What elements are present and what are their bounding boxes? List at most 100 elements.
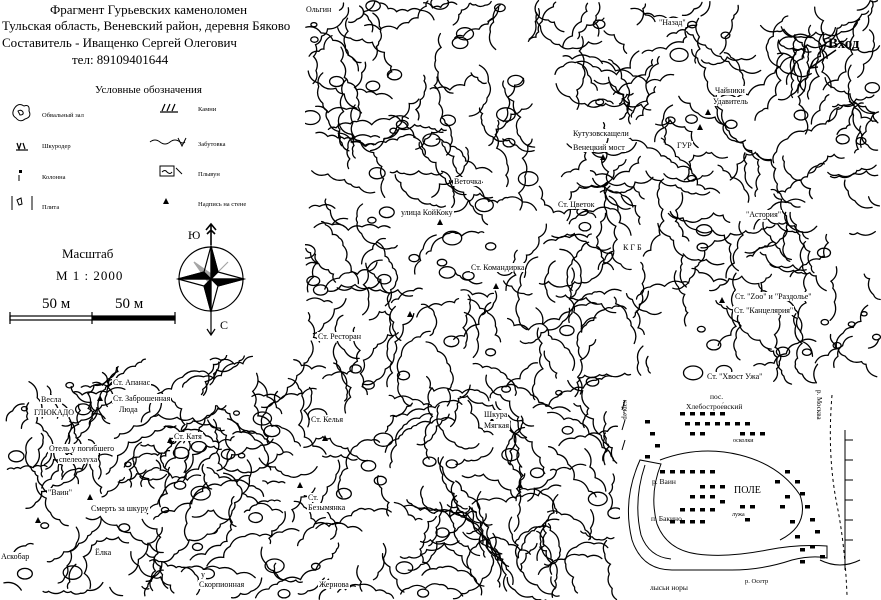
label-khvost: Ст. "Хвост Ужа": [706, 372, 764, 381]
cave-wall: [382, 98, 420, 140]
house-icon: [725, 422, 730, 426]
cave-wall: [717, 272, 738, 347]
cave-wall: [35, 482, 69, 527]
cave-wall: [719, 4, 739, 55]
cave-pillar: [378, 206, 395, 219]
label-speleo: спелеолуха: [58, 455, 99, 464]
cave-wall: [573, 402, 618, 464]
cave-wall: [562, 2, 589, 48]
cave-wall: [308, 35, 333, 57]
scale-and-compass: [9, 222, 247, 337]
cave-wall: [346, 136, 354, 170]
label-venetsky: Венецкий мост: [572, 143, 626, 152]
cave-wall: [355, 203, 398, 250]
cave-wall: [340, 46, 393, 100]
cave-wall: [756, 153, 801, 208]
cave-wall: [507, 383, 571, 413]
cave-wall: [847, 64, 862, 154]
cave-pillar: [422, 133, 441, 147]
cave-wall: [311, 170, 376, 194]
cave-wall: [296, 516, 326, 547]
label-vesla: Весла: [40, 395, 63, 404]
cave-wall: [754, 39, 784, 121]
cave-wall: [773, 193, 796, 231]
cave-wall: [425, 230, 485, 255]
cave-wall: [101, 476, 126, 498]
cave-pillar: [360, 459, 377, 472]
cave-pillar: [368, 166, 386, 180]
cave-wall: [141, 585, 150, 590]
house-icon: [700, 485, 705, 489]
cave-wall: [655, 119, 699, 149]
cave-wall: [543, 523, 562, 566]
cave-wall: [393, 501, 423, 521]
label-zhernova: Жернова: [318, 580, 350, 589]
cave-wall: [306, 297, 333, 304]
cave-wall: [620, 136, 692, 171]
cave-wall: [537, 553, 603, 575]
cave-wall: [566, 241, 590, 292]
cave-pillar: [328, 75, 345, 88]
cave-wall: [5, 403, 25, 422]
cave-wall: [715, 300, 772, 350]
cave-wall: [558, 425, 619, 447]
cave-pillar: [462, 271, 475, 281]
inset-vain: р. Ваин: [652, 477, 676, 486]
cave-pillar: [451, 36, 469, 50]
cave-wall: [33, 410, 54, 466]
cave-wall: [260, 546, 285, 581]
label-zoo: Ст. "Zoo" и "Раздолье": [734, 292, 813, 301]
cave-wall: [808, 153, 845, 174]
cave-wall: [439, 456, 460, 515]
cave-wall: [543, 350, 558, 379]
cave-pillar: [386, 68, 403, 81]
cave-wall: [469, 0, 492, 8]
cave-wall: [589, 155, 641, 181]
cave-wall: [251, 372, 302, 447]
cave-pillar: [687, 174, 697, 182]
label-bezymyanka-1: Ст.: [307, 493, 320, 502]
cave-wall: [449, 384, 471, 428]
cave-wall: [587, 141, 637, 156]
surface-inset-map: [620, 385, 881, 600]
cave-wall: [330, 542, 340, 560]
cave-wall: [209, 355, 254, 365]
label-kupidon: Кутузовскащели: [572, 129, 630, 138]
cave-pillar: [160, 506, 170, 514]
cave-wall: [636, 3, 647, 26]
cave-pillar: [669, 47, 689, 63]
inset-right-river: р. Москва: [815, 390, 823, 420]
cave-wall: [555, 83, 652, 111]
triangle-icon: [697, 124, 703, 130]
house-icon: [750, 505, 755, 509]
cave-wall: [568, 206, 620, 225]
compass-north-label: Ю: [188, 228, 201, 242]
cave-wall: [140, 467, 160, 487]
cave-pillar: [474, 197, 494, 213]
house-icon: [660, 470, 665, 474]
cave-wall: [559, 248, 582, 298]
cave-wall: [389, 412, 433, 469]
house-icon: [650, 432, 655, 436]
cave-wall: [580, 305, 627, 333]
cave-pillar: [416, 588, 430, 598]
cave-pillar: [847, 321, 856, 328]
cave-wall: [806, 31, 825, 100]
cave-wall: [453, 301, 492, 341]
cave-pillar: [493, 3, 506, 13]
legend-panel: Фрагмент Гурьевских каменоломен Тульская…: [0, 0, 305, 355]
cave-wall: [467, 298, 502, 343]
cave-wall: [257, 380, 283, 415]
cave-pillar: [871, 333, 881, 341]
legend-label: Плывун: [198, 171, 220, 178]
cave-wall: [372, 12, 383, 61]
cave-wall: [206, 528, 300, 567]
cave-wall: [700, 54, 757, 66]
cave-pillar: [310, 36, 319, 43]
cave-pillar: [578, 221, 592, 232]
cave-wall: [797, 240, 808, 316]
cave-wall: [46, 517, 102, 563]
cave-wall: [759, 251, 827, 292]
cave-wall: [644, 12, 679, 21]
cave-wall: [360, 237, 386, 265]
